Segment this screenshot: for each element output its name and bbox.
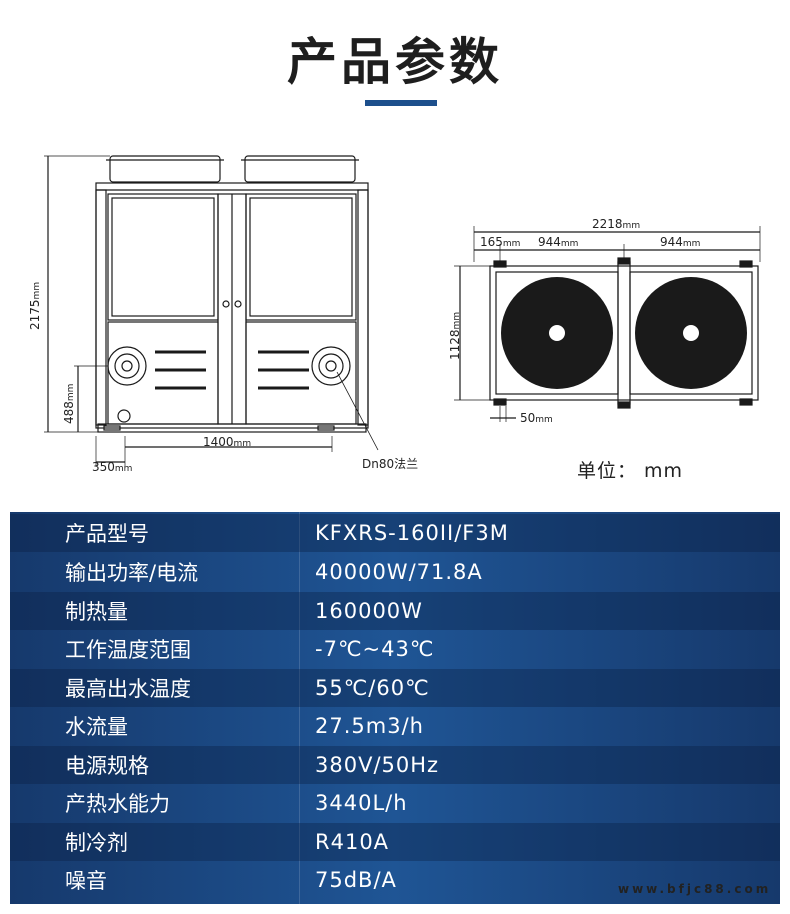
dim-top-offset: 165mm	[480, 235, 521, 249]
unit-label: 单位： mm	[577, 460, 684, 482]
dim-top-fan-width-2: 944mm	[660, 235, 701, 249]
dim-front-height: 2175mm	[28, 281, 42, 330]
dim-front-bottom-height: 488mm	[62, 383, 76, 424]
title-underline	[365, 100, 437, 106]
dim-front-width: 1400mm	[203, 435, 252, 449]
page-title: 产品参数	[287, 33, 503, 91]
watermark: www.bfjc88.com	[618, 882, 772, 896]
dim-top-foot: 50mm	[520, 411, 553, 425]
dim-top-depth: 1128mm	[448, 311, 462, 360]
dim-flange: Dn80法兰	[362, 457, 419, 471]
dimension-drawing	[44, 155, 761, 466]
dim-top-fan-width-1: 944mm	[538, 235, 579, 249]
dim-top-total-width: 2218mm	[592, 217, 641, 231]
dim-front-offset: 350mm	[92, 460, 133, 474]
table-divider	[299, 512, 300, 904]
table-row: 工作温度范围-7℃~43℃	[65, 637, 435, 662]
